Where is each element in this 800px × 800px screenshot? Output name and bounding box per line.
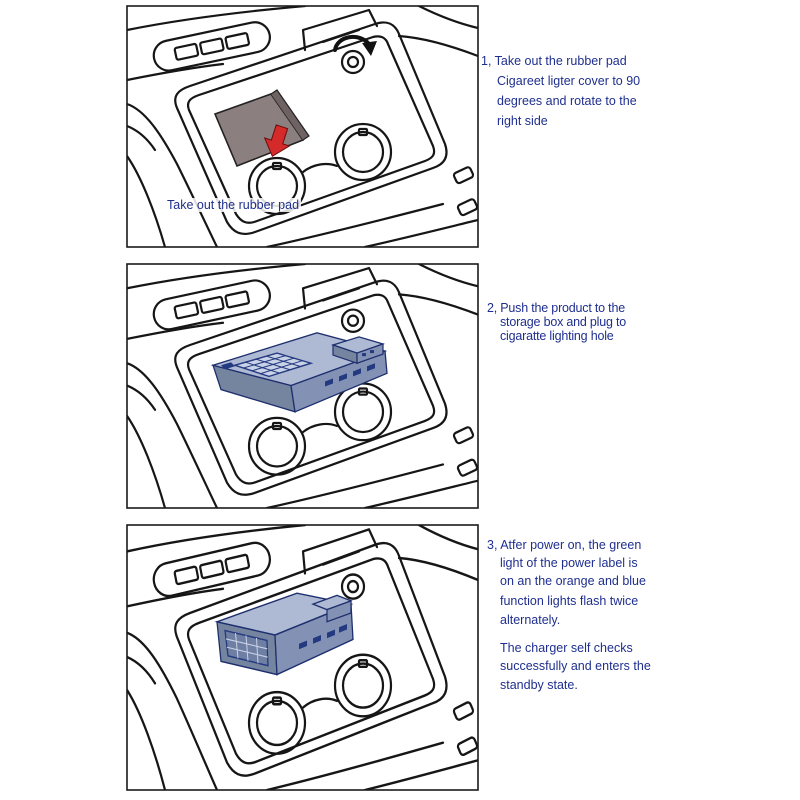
step-3-panel xyxy=(127,525,478,790)
indicator-light xyxy=(362,353,366,357)
rotate-arrow-icon xyxy=(333,34,377,56)
rubber-pad-edge xyxy=(270,89,310,141)
step-2-heading: 2, Push the product to the xyxy=(487,301,625,315)
step-3-note-line: The charger self checks xyxy=(500,641,633,655)
red-down-arrow-icon xyxy=(263,124,291,157)
step-3-text-line: alternately. xyxy=(500,613,561,627)
step-1-frame xyxy=(126,5,479,248)
wireless-charger-installed xyxy=(214,592,354,676)
step-1-callout: Take out the rubber pad xyxy=(165,198,302,212)
step-1-text-line: Cigareet ligter cover to 90 xyxy=(497,74,641,88)
step-1-overlay xyxy=(213,34,377,168)
step-2-text-line: cigaratte lighting hole xyxy=(500,329,614,343)
step-2-frame xyxy=(126,263,479,509)
charging-coil-pad xyxy=(232,352,314,378)
charger-control-unit xyxy=(331,336,385,365)
step-1-text-line: right side xyxy=(497,114,548,128)
charging-coil-pad xyxy=(224,629,269,667)
step-3-frame xyxy=(126,524,479,791)
charger-corner-marker xyxy=(221,362,235,370)
step-3-heading: 3, Atfer power on, the green xyxy=(487,538,642,552)
indicator-light xyxy=(370,350,374,354)
step-3-text-line: function lights flash twice xyxy=(500,594,639,608)
step-2-panel xyxy=(127,264,478,508)
charger-control-unit xyxy=(311,594,353,623)
step-2-text-line: storage box and plug to xyxy=(500,315,627,329)
step-3-note-line: standby state. xyxy=(500,678,578,692)
charger-ports xyxy=(325,363,375,387)
step-3-text-line: light of the power label is xyxy=(500,556,638,570)
step-1-heading: 1, Take out the rubber pad xyxy=(481,54,627,68)
step-3-note-line: successfully and enters the xyxy=(500,659,651,673)
step-3-text-line: on an the orange and blue xyxy=(500,574,646,588)
charger-ports xyxy=(299,623,347,650)
wireless-charger xyxy=(210,332,388,413)
step-1-text-line: degrees and rotate to the xyxy=(497,94,637,108)
